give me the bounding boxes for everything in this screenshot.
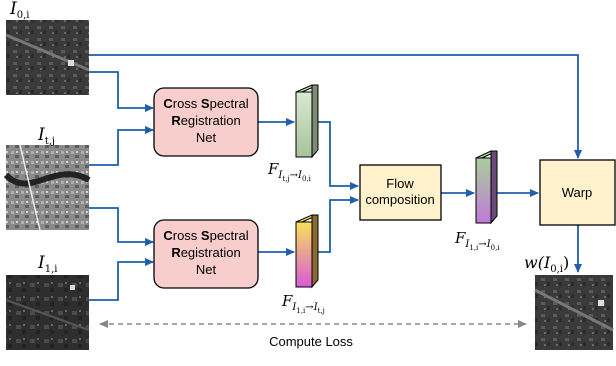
arrow-flow1-to-composition — [318, 121, 359, 190]
arrow-i0-to-csr-top — [89, 71, 154, 112]
arrow-i0-to-warp — [89, 54, 582, 159]
csr-bottom-line2: Registration — [171, 245, 240, 260]
warp-label: Warp — [562, 185, 593, 200]
image-it: It,j — [3, 125, 91, 231]
label-i0: I0,i — [9, 0, 29, 21]
flow-label-bottom: FI1,i→It,j — [281, 292, 325, 315]
csr-top-line3: Net — [196, 130, 217, 145]
flow-composition-line1: Flow — [386, 176, 414, 191]
label-warped: w(I0,i) — [524, 253, 569, 275]
csr-net-bottom: Cross Spectral Registration Net — [153, 219, 259, 289]
flow-composition-line2: composition — [365, 192, 434, 207]
arrow-it-to-csr-top — [89, 126, 154, 166]
label-it: It,j — [37, 125, 55, 147]
csr-net-top: Cross Spectral Registration Net — [153, 87, 259, 157]
arrow-i1-to-csr-bottom — [89, 258, 154, 301]
csr-bottom-line3: Net — [196, 262, 217, 277]
flow-block-bottom — [295, 214, 319, 289]
image-i0: I0,i — [5, 0, 90, 95]
warp-box: Warp — [539, 159, 616, 226]
csr-top-line1: Cross Spectral — [163, 96, 248, 111]
flow-block-composed — [475, 150, 498, 225]
flow-composition-box: Flow composition — [359, 164, 442, 221]
flow-label-top: FIt,j→I0,i — [267, 160, 312, 183]
arrow-flow2-to-composition — [318, 196, 359, 253]
flow-label-composed: FI1,i→I0,i — [454, 229, 500, 252]
label-i1: I1,i — [37, 253, 57, 275]
csr-top-line2: Registration — [171, 113, 240, 128]
compute-loss-label: Compute Loss — [269, 334, 353, 349]
connections — [89, 54, 582, 301]
image-i1: I1,i — [5, 253, 90, 350]
arrow-it-to-csr-bottom — [89, 207, 154, 246]
flow-block-top — [295, 84, 319, 159]
image-warped: w(I0,i) — [524, 253, 614, 350]
csr-bottom-line1: Cross Spectral — [163, 228, 248, 243]
